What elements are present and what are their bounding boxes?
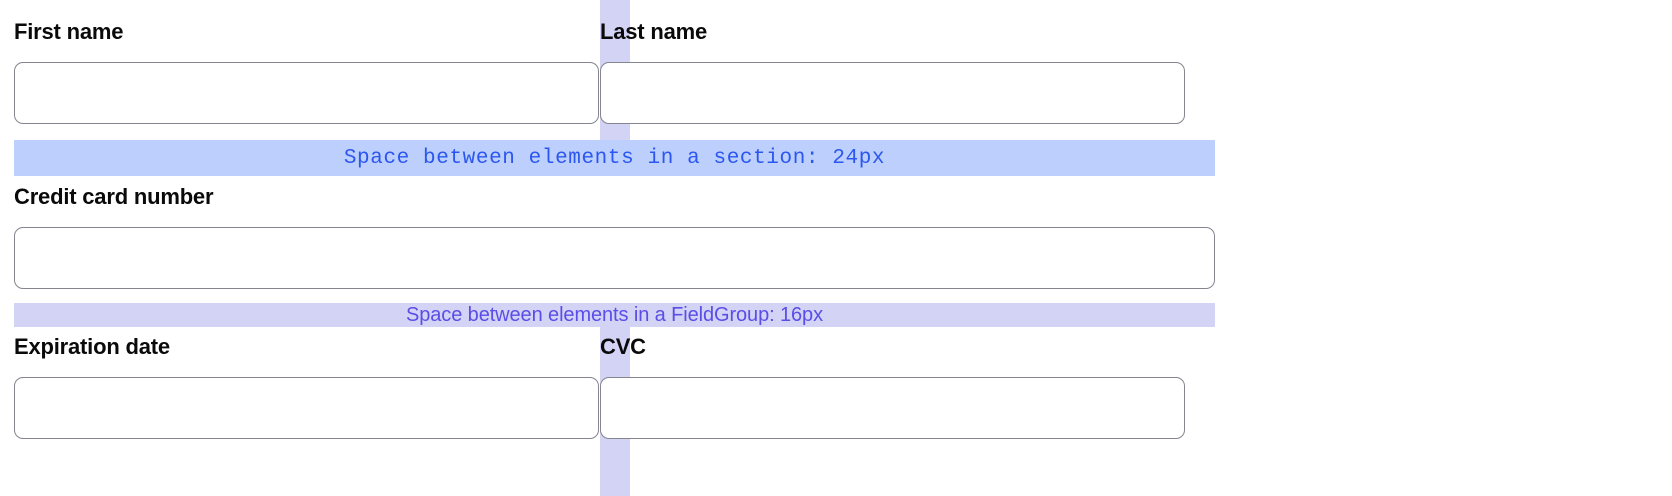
input-expiration-date[interactable] <box>14 377 599 439</box>
label-last-name: Last name <box>600 19 708 44</box>
input-first-name[interactable] <box>14 62 599 124</box>
label-first-name: First name <box>14 19 124 44</box>
field-group-credit-card-number: Credit card number <box>0 183 1215 289</box>
annotation-text-section-gap: Space between elements in a section: 24p… <box>343 146 886 170</box>
input-credit-card-number[interactable] <box>14 227 1215 289</box>
input-last-name[interactable] <box>600 62 1185 124</box>
annotation-text-fieldgroup-gap: Space between elements in a FieldGroup: … <box>406 303 823 326</box>
input-cvc[interactable] <box>600 377 1185 439</box>
field-row-expiry-cvc: Expiration date CVC <box>0 333 1215 439</box>
field-group-first-name: First name <box>0 18 600 124</box>
field-group-last-name: Last name <box>600 18 1185 124</box>
annotation-band-section-gap: Space between elements in a section: 24p… <box>14 140 1215 176</box>
annotation-band-fieldgroup-gap: Space between elements in a FieldGroup: … <box>14 303 1215 327</box>
field-group-cvc: CVC <box>600 333 1185 439</box>
label-cvc: CVC <box>600 334 646 359</box>
label-credit-card-number: Credit card number <box>14 184 214 209</box>
label-expiration-date: Expiration date <box>14 334 170 359</box>
field-group-expiration-date: Expiration date <box>0 333 600 439</box>
field-row-name: First name Last name <box>0 18 1215 124</box>
field-row-credit-card: Credit card number <box>0 183 1215 289</box>
